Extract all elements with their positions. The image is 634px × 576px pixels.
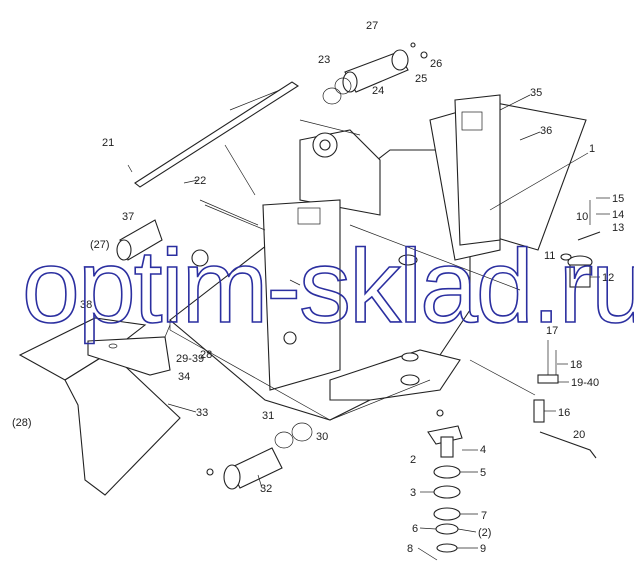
callout-18: 18: [570, 359, 582, 371]
callout-27: 27: [366, 20, 378, 32]
callout-2-ref: (2): [478, 527, 491, 539]
leader-lines: [127, 94, 589, 489]
callout-28: 28: [200, 349, 212, 361]
step-and-fender: [18, 317, 181, 496]
hinge-stack: [427, 409, 463, 553]
callout-10: 10: [576, 211, 588, 223]
callout-25: 25: [415, 73, 427, 85]
callout-37: 37: [122, 211, 134, 223]
callout-1: 1: [589, 143, 595, 155]
callout-36: 36: [540, 125, 552, 137]
callout-23: 23: [318, 54, 330, 66]
callout-3: 3: [410, 487, 416, 499]
callout-21: 21: [102, 137, 114, 149]
callout-20: 20: [573, 429, 585, 441]
callout-19-40: 19-40: [571, 377, 599, 389]
callout-4: 4: [480, 444, 486, 456]
callout-22: 22: [194, 175, 206, 187]
callout-29-39: 29-39: [176, 353, 204, 365]
pin-37: [116, 219, 163, 261]
callout-16: 16: [558, 407, 570, 419]
watermark: optim-sklad.ru: [22, 229, 634, 345]
callout-ticks: [417, 197, 610, 561]
callout-8: 8: [407, 543, 413, 555]
callout-31: 31: [262, 410, 274, 422]
pin-assembly-top: [322, 42, 428, 105]
pin-32-assembly: [206, 422, 313, 490]
callout-30: 30: [316, 431, 328, 443]
callout-14: 14: [612, 209, 624, 221]
callout-32: 32: [260, 483, 272, 495]
callout-26: 26: [430, 58, 442, 70]
callout-5: 5: [480, 467, 486, 479]
callout-33: 33: [196, 407, 208, 419]
callout-7: 7: [481, 510, 487, 522]
callout-12: 12: [602, 272, 614, 284]
callout-27-ref: (27): [90, 239, 110, 251]
callout-6: 6: [412, 523, 418, 535]
callout-15: 15: [612, 193, 624, 205]
main-frame: [169, 94, 501, 421]
callout-labels: 27 26 25 23 24 35 36 1 21 22 37 15 14 13…: [12, 20, 624, 555]
callout-38: 38: [80, 299, 92, 311]
callout-34: 34: [178, 371, 190, 383]
callout-28-ref: (28): [12, 417, 32, 429]
cover-plate: [134, 81, 300, 188]
callout-35: 35: [530, 87, 542, 99]
callout-24: 24: [372, 85, 384, 97]
callout-2: 2: [410, 454, 416, 466]
callout-13: 13: [612, 222, 624, 234]
callout-11: 11: [544, 250, 555, 262]
callout-9: 9: [480, 543, 486, 555]
callout-17: 17: [546, 325, 558, 337]
